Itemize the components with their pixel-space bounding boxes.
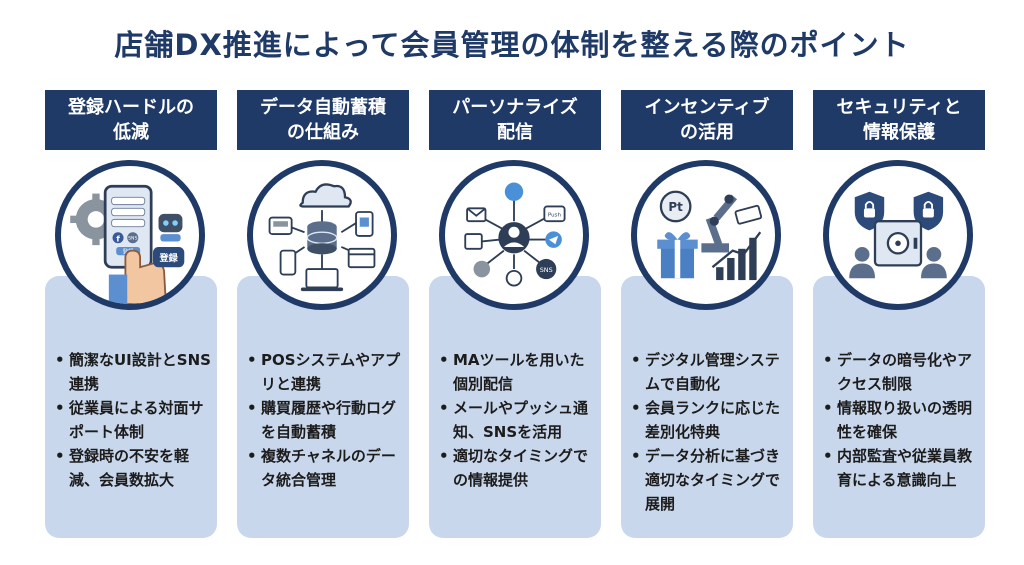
smartphone-registration-icon: f SNS 登録 登録 — [55, 160, 205, 310]
bullet-list: デジタル管理システムで自動化 会員ランクに応じた差別化特典 データ分析に基づき適… — [631, 348, 789, 516]
person-icon — [849, 246, 875, 279]
column-header: データ自動蓄積 の仕組み — [237, 90, 409, 150]
bullet-item: 内部監査や従業員教育による意識向上 — [823, 444, 981, 492]
sns-icon — [536, 258, 557, 280]
bullet-item: MAツールを用いた個別配信 — [439, 348, 597, 396]
column-header: セキュリティと 情報保護 — [813, 90, 985, 150]
bullet-item: 簡潔なUI設計とSNS連携 — [55, 348, 213, 396]
facebook-icon — [112, 232, 124, 244]
phone-call-icon — [505, 269, 523, 287]
bullet-item: 購買履歴や行動ログを自動蓄積 — [247, 396, 405, 444]
svg-text:SNS: SNS — [540, 266, 553, 274]
robot-icon — [158, 213, 183, 242]
column-data-accumulation: データ自動蓄積 の仕組み — [237, 90, 409, 538]
bullet-item: 登録時の不安を軽減、会員数拡大 — [55, 444, 213, 492]
page-title: 店舗DX推進によって会員管理の体制を整える際のポイント — [114, 28, 910, 62]
bullet-item: 従業員による対面サポート体制 — [55, 396, 213, 444]
header-line: 配信 — [497, 122, 533, 143]
svg-text:f: f — [116, 233, 120, 243]
points-coin-icon — [659, 190, 692, 223]
database-integration-icon — [247, 160, 397, 310]
svg-text:Pt: Pt — [668, 200, 683, 214]
bullet-item: 情報取り扱いの透明性を確保 — [823, 396, 981, 444]
header-line: 登録ハードルの — [68, 97, 194, 118]
header-line: の活用 — [680, 122, 734, 143]
document-icon — [464, 233, 483, 250]
browser-icon — [347, 247, 376, 269]
safe-icon — [873, 220, 923, 267]
share-icon — [473, 260, 491, 278]
push-notification-icon — [543, 205, 566, 223]
bullet-item: デジタル管理システムで自動化 — [631, 348, 789, 396]
bullet-list: データの暗号化やアクセス制限 情報取り扱いの透明性を確保 内部監査や従業員教育に… — [823, 348, 981, 492]
column-registration: 登録ハードルの 低減 f SNS 登録 — [45, 90, 217, 538]
bullet-item: データの暗号化やアクセス制限 — [823, 348, 981, 396]
bullet-item: 会員ランクに応じた差別化特典 — [631, 396, 789, 444]
robot-arm-icon — [701, 194, 738, 253]
column-security: セキュリティと 情報保護 デ — [813, 90, 985, 538]
terminal-icon — [279, 249, 297, 276]
growth-chart-icon — [711, 231, 762, 281]
bullet-list: MAツールを用いた個別配信 メールやプッシュ通知、SNSを活用 適切なタイミング… — [439, 348, 597, 492]
gift-box-icon — [657, 232, 698, 279]
header-line: 情報保護 — [863, 122, 935, 143]
laptop-icon — [305, 268, 339, 289]
bullet-list: POSシステムやアプリと連携 購買履歴や行動ログを自動蓄積 複数チャネルのデータ… — [247, 348, 405, 492]
bullet-item: メールやプッシュ通知、SNSを活用 — [439, 396, 597, 444]
header-line: の仕組み — [287, 122, 359, 143]
column-header: インセンティブ の活用 — [621, 90, 793, 150]
column-incentives: インセンティブ の活用 Pt — [621, 90, 793, 538]
bird-icon — [504, 182, 524, 201]
header-line: パーソナライズ — [452, 97, 578, 118]
coupon-icon — [734, 204, 763, 225]
person-icon — [921, 246, 947, 279]
database-icon — [306, 221, 338, 255]
bullet-item: 複数チャネルのデータ統合管理 — [247, 444, 405, 492]
omnichannel-delivery-icon: Push SNS — [439, 160, 589, 310]
bullet-item: POSシステムやアプリと連携 — [247, 348, 405, 396]
svg-text:登録: 登録 — [158, 252, 178, 264]
bullet-item: データ分析に基づき適切なタイミングで展開 — [631, 444, 789, 516]
header-line: データ自動蓄積 — [260, 97, 386, 118]
svg-text:SNS: SNS — [128, 236, 137, 242]
security-protection-icon — [823, 160, 973, 310]
bullet-item: 適切なタイミングでの情報提供 — [439, 444, 597, 492]
incentive-automation-icon: Pt — [631, 160, 781, 310]
column-personalized-delivery: パーソナライズ 配信 Push — [429, 90, 601, 538]
bullet-list: 簡潔なUI設計とSNS連携 従業員による対面サポート体制 登録時の不安を軽減、会… — [55, 348, 213, 492]
svg-text:Push: Push — [548, 213, 562, 219]
cloud-icon — [299, 183, 352, 208]
column-header: 登録ハードルの 低減 — [45, 90, 217, 150]
header-line: セキュリティと — [836, 97, 962, 118]
column-header: パーソナライズ 配信 — [429, 90, 601, 150]
header-line: インセンティブ — [644, 97, 770, 118]
header-line: 低減 — [113, 122, 149, 143]
